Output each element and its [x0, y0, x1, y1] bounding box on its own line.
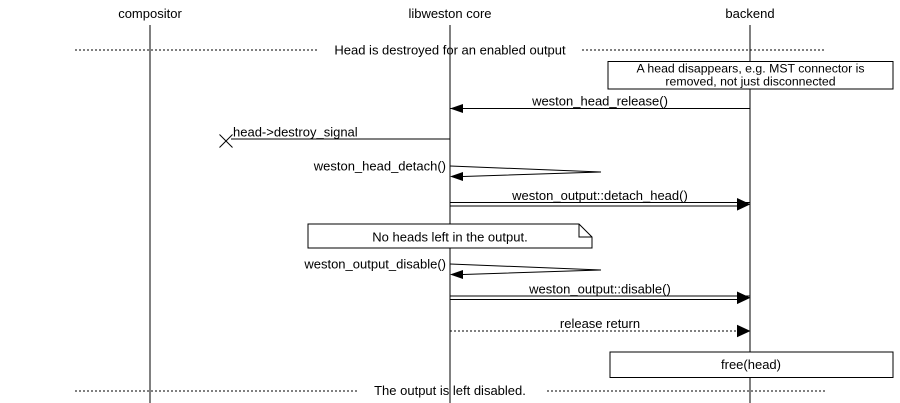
- arrowhead-left-icon: [450, 104, 463, 113]
- action-box-free-head: [609, 351, 894, 378]
- participant-label-libweston-core: libweston core: [408, 6, 491, 21]
- message-label-output-disable: weston_output::disable(): [528, 282, 671, 297]
- arrowhead-right-icon: [737, 291, 751, 305]
- note-text-no-heads: No heads left in the output.: [372, 230, 527, 245]
- message-label-weston-head-release: weston_head_release(): [531, 94, 668, 109]
- arrowhead-right-icon: [737, 324, 751, 338]
- note-fold-icon: [578, 224, 592, 238]
- message-label-weston-head-detach: weston_head_detach(): [313, 159, 446, 174]
- message-label-detach-head: weston_output::detach_head(): [511, 188, 688, 203]
- participant-label-compositor: compositor: [118, 6, 182, 21]
- divider-bottom-title: The output is left disabled.: [374, 383, 526, 398]
- arrowhead-left-icon: [450, 270, 463, 279]
- arrowhead-right-icon: [737, 198, 751, 211]
- participant-label-backend: backend: [725, 6, 774, 21]
- message-label-release-return: release return: [560, 316, 640, 331]
- divider-top-title: Head is destroyed for an enabled output: [334, 43, 566, 58]
- action-box-text-free-head: free(head): [721, 357, 781, 372]
- message-label-weston-output-disable: weston_output_disable(): [303, 257, 446, 272]
- note-box-no-heads: [307, 223, 593, 249]
- lost-message-x-icon: [219, 134, 233, 148]
- message-label-destroy-signal: head->destroy_signal: [233, 125, 358, 140]
- comment-box-text-line1: A head disappears, e.g. MST connector is: [636, 62, 864, 76]
- comment-box-text-line2: removed, not just disconnected: [665, 75, 835, 89]
- self-call-arrow-weston-head-detach: [449, 165, 602, 177]
- arrowhead-left-icon: [450, 172, 463, 181]
- self-call-arrow-weston-output-disable: [449, 263, 602, 275]
- comment-box-head-disappears: [607, 61, 894, 90]
